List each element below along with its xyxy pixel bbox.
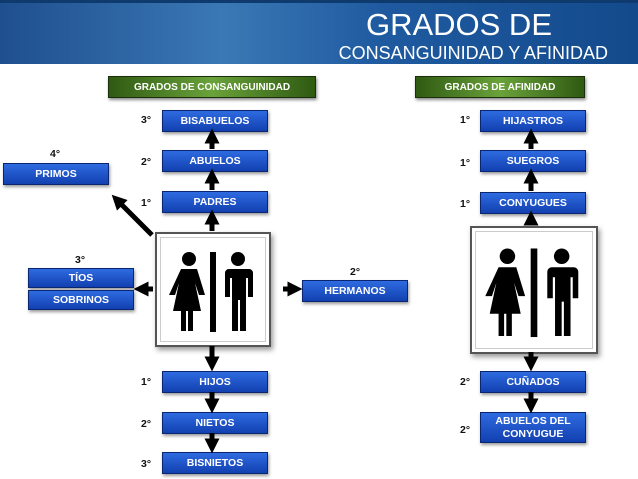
arrow-icon [111, 194, 154, 237]
box-hijos: HIJOS [162, 371, 268, 393]
header-banner: GRADOS DE CONSANGUINIDAD Y AFINIDAD [0, 0, 638, 64]
degree-label: 3° [141, 114, 152, 126]
box-abuelos-del-conyugue: ABUELOS DEL CONYUGUE [480, 412, 586, 443]
box-primos: PRIMOS [3, 163, 109, 185]
degree-label: 4° [50, 148, 61, 160]
restroom-couple-icon [470, 226, 598, 354]
degree-label: 2° [350, 266, 361, 278]
box-cunados: CUÑADOS [480, 371, 586, 393]
degree-label: 2° [460, 424, 471, 436]
degree-label: 1° [460, 157, 471, 169]
degree-label: 2° [141, 418, 152, 430]
box-hijastros: HIJASTROS [480, 110, 586, 132]
box-sobrinos: SOBRINOS [28, 290, 134, 310]
degree-label: 2° [460, 376, 471, 388]
box-abuelos: ABUELOS [162, 150, 268, 172]
page-title: GRADOS DE [365, 7, 552, 42]
degree-label: 2° [141, 156, 152, 168]
degree-label: 1° [141, 376, 152, 388]
box-tios: TÍOS [28, 268, 134, 288]
page-subtitle: CONSANGUINIDAD Y AFINIDAD [338, 43, 608, 63]
degree-label: 1° [460, 114, 471, 126]
box-hermanos: HERMANOS [302, 280, 408, 302]
afinidad-heading: GRADOS DE AFINIDAD [415, 76, 585, 98]
box-padres: PADRES [162, 191, 268, 213]
box-bisnietos: BISNIETOS [162, 452, 268, 474]
box-nietos: NIETOS [162, 412, 268, 434]
consanguinidad-heading: GRADOS DE CONSANGUINIDAD [108, 76, 316, 98]
restroom-couple-icon [155, 232, 271, 347]
degree-label: 1° [460, 198, 471, 210]
degree-label: 3° [141, 458, 152, 470]
degree-label: 3° [75, 254, 86, 266]
degree-label: 1° [141, 197, 152, 209]
